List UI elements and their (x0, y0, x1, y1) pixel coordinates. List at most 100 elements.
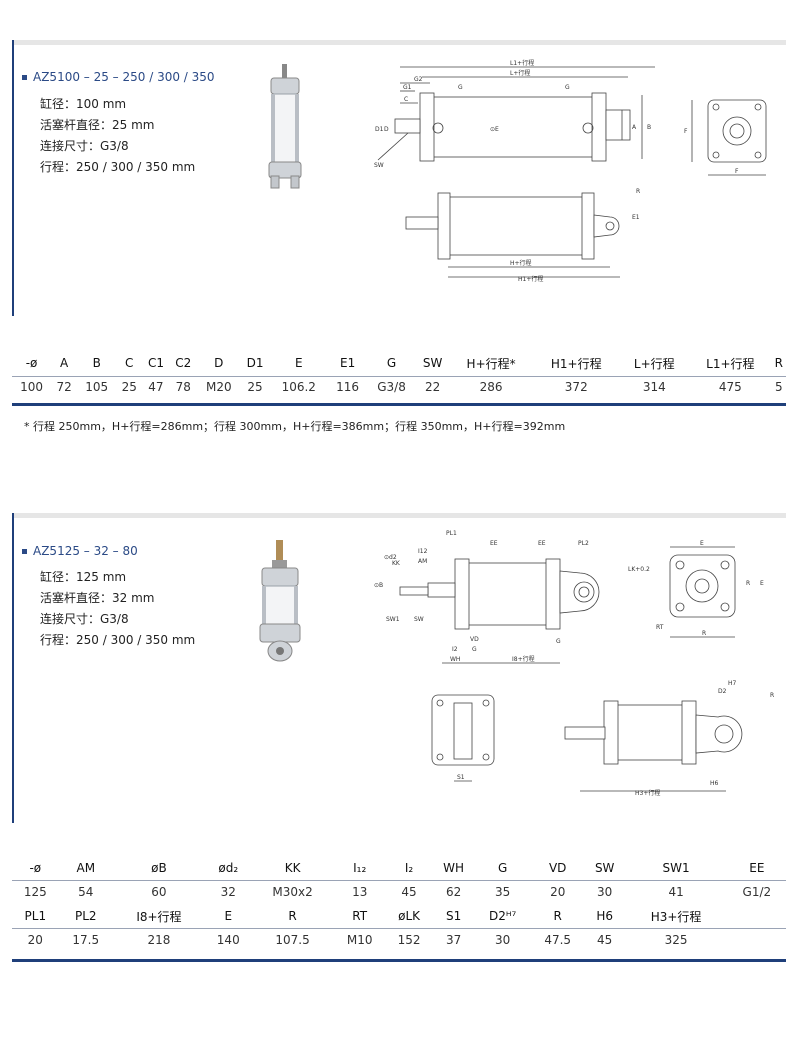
col-header: I₁₂ (353, 861, 367, 875)
col-header: SW (422, 356, 443, 370)
dim-d2: D2 (718, 688, 727, 695)
dim-l1: L1+行程 (510, 59, 534, 67)
col-header: EE (749, 861, 765, 875)
dim-ee3: E (760, 580, 764, 587)
table-cell: 125 (23, 885, 47, 899)
col-header: PL1 (24, 909, 47, 923)
label-sw: SW (374, 162, 384, 169)
table-cell: 47.5 (544, 933, 572, 947)
cylinder-photo-az5100 (268, 64, 302, 189)
col-header: C1 (147, 356, 164, 370)
col-header: D2ᴴ⁷ (489, 909, 517, 923)
dim-r: R (636, 188, 640, 195)
section-left-rule (12, 513, 14, 823)
col-header: I8+行程 (136, 909, 182, 924)
col-header: SW1 (662, 861, 690, 875)
dim-pl1: PL1 (446, 530, 457, 537)
section-top-bar (12, 513, 786, 518)
col-header: KK (284, 861, 301, 875)
dim-g-right: G (565, 84, 570, 91)
col-header: S1 (445, 909, 462, 923)
dim-g: G (458, 84, 463, 91)
table-cell: 30 (495, 933, 511, 947)
col-header: H6 (596, 909, 614, 923)
col-header: WH (443, 861, 465, 875)
table-cell: 25 (247, 380, 263, 394)
table-cell: 100 (20, 380, 43, 394)
table-cell: M30x2 (272, 885, 313, 899)
label-sw1: SW1 (386, 616, 400, 623)
dim-re: R (746, 580, 750, 587)
dim-kk: KK (392, 560, 401, 567)
table-cell: 78 (175, 380, 191, 394)
col-header: E (224, 909, 233, 923)
table-cell: 62 (445, 885, 462, 899)
table-cell: G3/8 (377, 380, 406, 394)
table-cell: 13 (352, 885, 368, 899)
dim-i2: I2 (452, 646, 458, 653)
dim-f2: F (735, 168, 739, 175)
dim-ee2: EE (538, 540, 546, 547)
dim-c: C (404, 96, 408, 103)
table-cell: 72 (56, 380, 72, 394)
dim-h3: H3+行程 (635, 789, 660, 797)
section-top-bar (12, 40, 786, 45)
col-header: D1 (246, 356, 264, 370)
table-cell: 116 (336, 380, 360, 394)
col-header: SW (594, 861, 615, 875)
table-row: 100 72 105 25 47 78 M20 25 106.2 116 G3/… (12, 375, 786, 399)
dim-oe: ⊙E (490, 126, 499, 133)
col-header: D (214, 356, 224, 370)
dim-r2: R (770, 692, 774, 699)
dim-lk: LK+0.2 (628, 566, 650, 573)
dim-g2: G2 (414, 76, 423, 83)
spec-table-az5125: -ø AM øB ød₂ KK I₁₂ I₂ WH G VD SW SW1 EE… (12, 856, 786, 952)
dim-l: L+行程 (510, 69, 530, 77)
product-title: AZ5100 – 25 – 250 / 300 / 350 (22, 70, 215, 84)
product-section-az5125: AZ5125 – 32 – 80 缸径：125 mm 活塞杆直径：32 mm 连… (12, 513, 786, 823)
table-cell: 22 (424, 380, 441, 394)
table-cell: 17.5 (72, 933, 100, 947)
table-cell: 475 (718, 380, 742, 394)
spec-stroke: 行程：250 / 300 / 350 mm (40, 633, 196, 647)
cylinder-photo-az5125 (259, 540, 301, 662)
dim-s1: S1 (457, 774, 465, 781)
dim-h6: H6 (710, 780, 719, 787)
col-header: R (288, 909, 297, 923)
spec-rod-diameter: 活塞杆直径：32 mm (40, 591, 155, 605)
dim-e: E (700, 540, 704, 547)
table-cell: 5 (774, 380, 783, 394)
col-header: E (294, 356, 303, 370)
col-header: øLK (398, 909, 421, 923)
dim-h1: H1+行程 (518, 275, 543, 283)
table-cell: 32 (220, 885, 236, 899)
dim-ee1: EE (490, 540, 498, 547)
dim-e1: E1 (632, 214, 640, 221)
col-header: A (60, 356, 69, 370)
col-header: R (553, 909, 562, 923)
spec-list: 缸径：125 mm 活塞杆直径：32 mm 连接尺寸：G3/8 行程：250 /… (40, 567, 195, 651)
col-header: -ø (29, 861, 42, 875)
table-cell: 106.2 (281, 380, 316, 394)
col-header: H1+行程 (550, 356, 602, 371)
col-header: C2 (175, 356, 192, 370)
spec-connection: 连接尺寸：G3/8 (40, 139, 129, 153)
spec-bore: 缸径：100 mm (40, 97, 127, 111)
col-header: ød₂ (218, 861, 239, 875)
technical-drawing-az5100: L1+行程 L+行程 G2 G1 G G C D1 D ⊙E SW A B F … (374, 59, 767, 283)
dim-g2: G (556, 638, 561, 645)
label-sw: SW (414, 616, 424, 623)
col-header: øB (151, 861, 167, 875)
table-row: 20 17.5 218 140 107.5 M10 152 37 30 47.5… (12, 928, 786, 952)
col-header: C (125, 356, 134, 370)
col-header: PL2 (74, 909, 97, 923)
dim-rt: RT (656, 624, 664, 631)
table-cell: 30 (597, 885, 613, 899)
spec-stroke: 行程：250 / 300 / 350 mm (40, 160, 196, 174)
bullet-square-icon (22, 75, 27, 80)
table-bottom-rule (12, 959, 786, 962)
col-header: VD (548, 861, 567, 875)
dim-g: G (472, 646, 477, 653)
dim-ob: ⊙B (374, 582, 383, 589)
spec-rod-diameter: 活塞杆直径：25 mm (40, 118, 155, 132)
